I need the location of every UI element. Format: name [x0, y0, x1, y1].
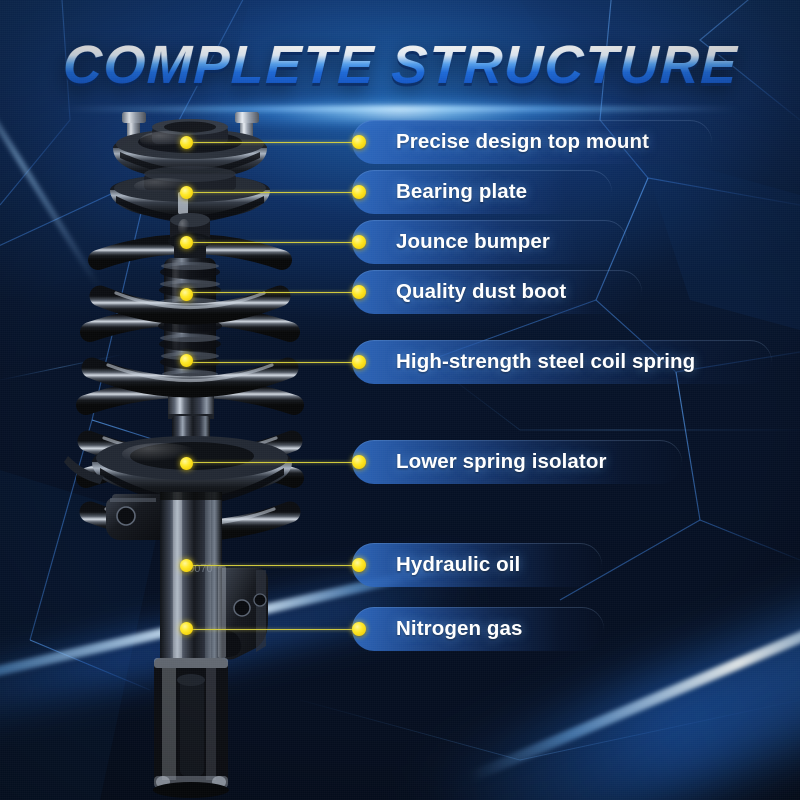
callout-label-jounce-bumper: Jounce bumper — [352, 230, 550, 254]
marker-dot-label-coil-spring[interactable] — [352, 355, 366, 369]
callout-label-coil-spring: High-strength steel coil spring — [352, 350, 695, 374]
leader-line-lower-spring-isolator — [186, 462, 358, 463]
marker-dot-label-top-mount[interactable] — [352, 135, 366, 149]
strut-knuckle-bracket — [218, 566, 268, 660]
leader-line-jounce-bumper — [186, 242, 358, 243]
marker-dot-product-nitrogen-gas[interactable] — [180, 622, 193, 635]
marker-dot-label-jounce-bumper[interactable] — [352, 235, 366, 249]
pill-background-nitrogen-gas — [352, 607, 604, 651]
marker-dot-product-top-mount[interactable] — [180, 136, 193, 149]
product-image-strut-assembly: 00070 — [60, 100, 360, 800]
pill-background-hydraulic-oil — [352, 543, 602, 587]
leader-line-nitrogen-gas — [186, 629, 358, 630]
leader-line-hydraulic-oil — [186, 565, 358, 566]
bearing-plate — [110, 166, 270, 223]
callout-label-lower-spring-isolator: Lower spring isolator — [352, 450, 607, 474]
pill-background-lower-spring-isolator — [352, 440, 682, 484]
strut-body: 00070 — [160, 492, 222, 664]
leader-line-dust-boot — [186, 292, 358, 293]
callout-pill-nitrogen-gas[interactable]: Nitrogen gas — [352, 607, 604, 651]
pill-background-coil-spring — [352, 340, 772, 384]
marker-dot-product-coil-spring[interactable] — [180, 354, 193, 367]
callout-label-bearing-plate: Bearing plate — [352, 180, 527, 204]
strut-upper-bracket — [106, 494, 160, 540]
callout-pill-dust-boot[interactable]: Quality dust boot — [352, 270, 642, 314]
pill-background-dust-boot — [352, 270, 642, 314]
strut-lower-mount — [153, 658, 229, 798]
callout-label-nitrogen-gas: Nitrogen gas — [352, 617, 523, 641]
callout-pill-coil-spring[interactable]: High-strength steel coil spring — [352, 340, 772, 384]
callout-label-top-mount: Precise design top mount — [352, 130, 649, 154]
marker-dot-product-jounce-bumper[interactable] — [180, 236, 193, 249]
marker-dot-product-lower-spring-isolator[interactable] — [180, 457, 193, 470]
marker-dot-product-dust-boot[interactable] — [180, 288, 193, 301]
marker-dot-label-nitrogen-gas[interactable] — [352, 622, 366, 636]
callout-pill-bearing-plate[interactable]: Bearing plate — [352, 170, 612, 214]
marker-dot-product-bearing-plate[interactable] — [180, 186, 193, 199]
marker-dot-label-dust-boot[interactable] — [352, 285, 366, 299]
marker-dot-product-hydraulic-oil[interactable] — [180, 559, 193, 572]
marker-dot-label-hydraulic-oil[interactable] — [352, 558, 366, 572]
callout-pill-jounce-bumper[interactable]: Jounce bumper — [352, 220, 627, 264]
callout-pill-top-mount[interactable]: Precise design top mount — [352, 120, 712, 164]
callout-label-dust-boot: Quality dust boot — [352, 280, 566, 304]
leader-line-bearing-plate — [186, 192, 358, 193]
callout-pill-hydraulic-oil[interactable]: Hydraulic oil — [352, 543, 602, 587]
callout-pill-lower-spring-isolator[interactable]: Lower spring isolator — [352, 440, 682, 484]
pill-background-bearing-plate — [352, 170, 612, 214]
leader-line-top-mount — [186, 142, 358, 143]
marker-dot-label-lower-spring-isolator[interactable] — [352, 455, 366, 469]
leader-line-coil-spring — [186, 362, 358, 363]
callout-label-hydraulic-oil: Hydraulic oil — [352, 553, 520, 577]
pill-background-top-mount — [352, 120, 712, 164]
marker-dot-label-bearing-plate[interactable] — [352, 185, 366, 199]
pill-background-jounce-bumper — [352, 220, 627, 264]
